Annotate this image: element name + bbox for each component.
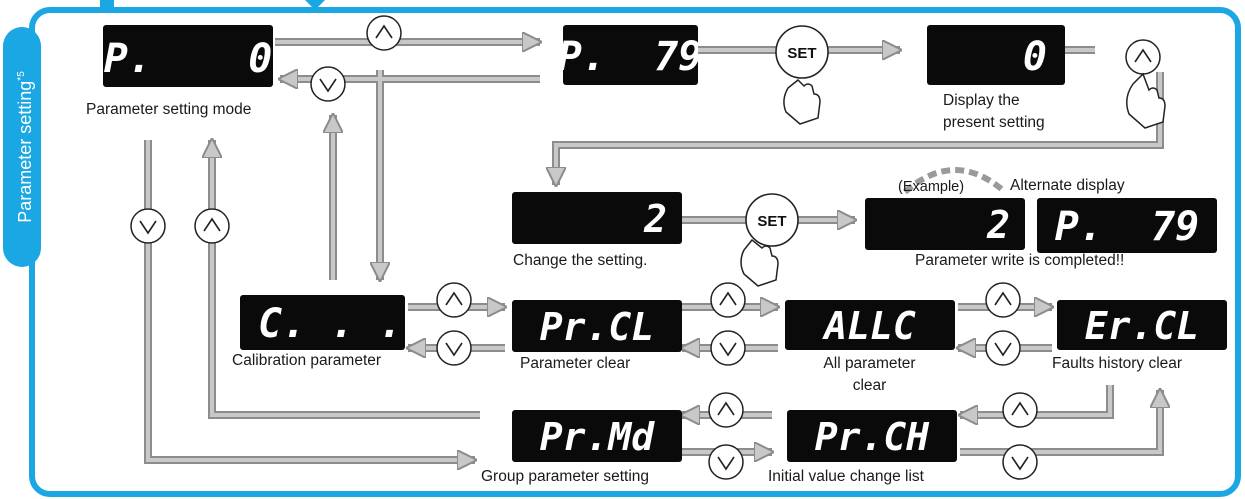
chevron-up-icon [203,217,221,232]
caption-initial-value-change-list: Initial value change list [768,468,924,485]
svg-text:2: 2 [986,203,1010,247]
up-button-calibration[interactable] [435,281,473,319]
caption-display-present-line1: Display the [943,92,1020,109]
up-button-prch[interactable] [1001,391,1039,429]
finger-icon [783,78,821,125]
caption-all-parameter-line1: All parameter [823,355,916,372]
chevron-down-icon [445,342,463,357]
down-button-calibration[interactable] [435,329,473,367]
display-allc: ALLC [785,300,955,350]
svg-text:Er.CL: Er.CL [1085,304,1199,348]
svg-text:SET: SET [787,45,816,62]
caption-display-present-line2: present setting [943,114,1045,131]
down-button-allc[interactable] [984,329,1022,367]
caption-example: (Example) [898,179,965,195]
caption-alternate-display: Alternate display [1010,177,1125,194]
svg-text:C. . .: C. . . [258,301,403,347]
chevron-down-icon [139,220,157,235]
display-present-value: 0 [927,25,1065,85]
display-new-value: 2 [512,192,682,244]
up-button-prmd[interactable] [707,391,745,429]
caption-parameter-clear: Parameter clear [520,355,631,372]
up-button-right[interactable] [1124,38,1162,76]
up-button-allc[interactable] [984,281,1022,319]
svg-text:P. 79: P. 79 [563,34,698,80]
chevron-down-icon [717,456,735,471]
svg-text:0: 0 [1023,34,1047,80]
caption-change-setting: Change the setting. [513,252,648,269]
svg-text:Pr.CH: Pr.CH [815,415,931,459]
svg-text:ALLC: ALLC [821,304,916,348]
display-p79: P. 79 [563,25,698,85]
up-button-top[interactable] [365,14,403,52]
up-button-left[interactable] [193,207,231,245]
down-button-prch[interactable] [1001,443,1039,481]
svg-text:P. 79: P. 79 [1055,204,1200,250]
svg-text:Pr.CL: Pr.CL [540,305,654,349]
chevron-up-icon [375,24,393,39]
chevron-up-icon [1011,401,1029,416]
display-alternate-p79: P. 79 [1037,198,1217,253]
caption-faults-history-clear: Faults history clear [1052,355,1183,372]
svg-text:SET: SET [757,213,786,230]
display-calibration: C. . . [240,295,405,350]
chevron-up-icon [719,291,737,306]
down-button-prcl[interactable] [709,329,747,367]
down-button-top[interactable] [309,65,347,103]
display-written-value: 2 [865,198,1025,250]
up-button-prcl[interactable] [709,281,747,319]
chevron-up-icon [717,401,735,416]
display-pr-cl: Pr.CL [512,300,682,352]
finger-icon [740,238,779,287]
caption-parameter-setting-mode: Parameter setting mode [86,101,252,118]
down-button-prmd[interactable] [707,443,745,481]
chevron-down-icon [319,78,337,93]
finger-icon [1126,72,1166,129]
down-button-left[interactable] [129,207,167,245]
chevron-down-icon [994,342,1012,357]
svg-text:Pr.Md: Pr.Md [540,415,656,459]
caption-calibration-parameter: Calibration parameter [232,352,382,369]
display-er-cl: Er.CL [1057,300,1227,350]
display-p0: P. 0 [103,25,273,87]
finger-on-up-button [1126,72,1166,129]
display-pr-ch: Pr.CH [787,410,957,462]
chevron-up-icon [445,291,463,306]
display-pr-md: Pr.Md [512,410,682,462]
caption-all-parameter-line2: clear [852,377,887,394]
set-button-2[interactable]: SET [738,192,808,302]
chevron-up-icon [994,291,1012,306]
caption-group-parameter-setting: Group parameter setting [481,468,650,485]
caption-write-completed: Parameter write is completed!! [915,252,1125,269]
svg-text:P. 0: P. 0 [104,36,273,82]
chevron-down-icon [719,342,737,357]
chevron-down-icon [1011,456,1029,471]
set-button-1[interactable]: SET [768,22,838,132]
svg-text:2: 2 [643,197,667,241]
sidebar-tab: Parameter setting*5 [3,27,41,267]
chevron-up-icon [1134,48,1152,63]
